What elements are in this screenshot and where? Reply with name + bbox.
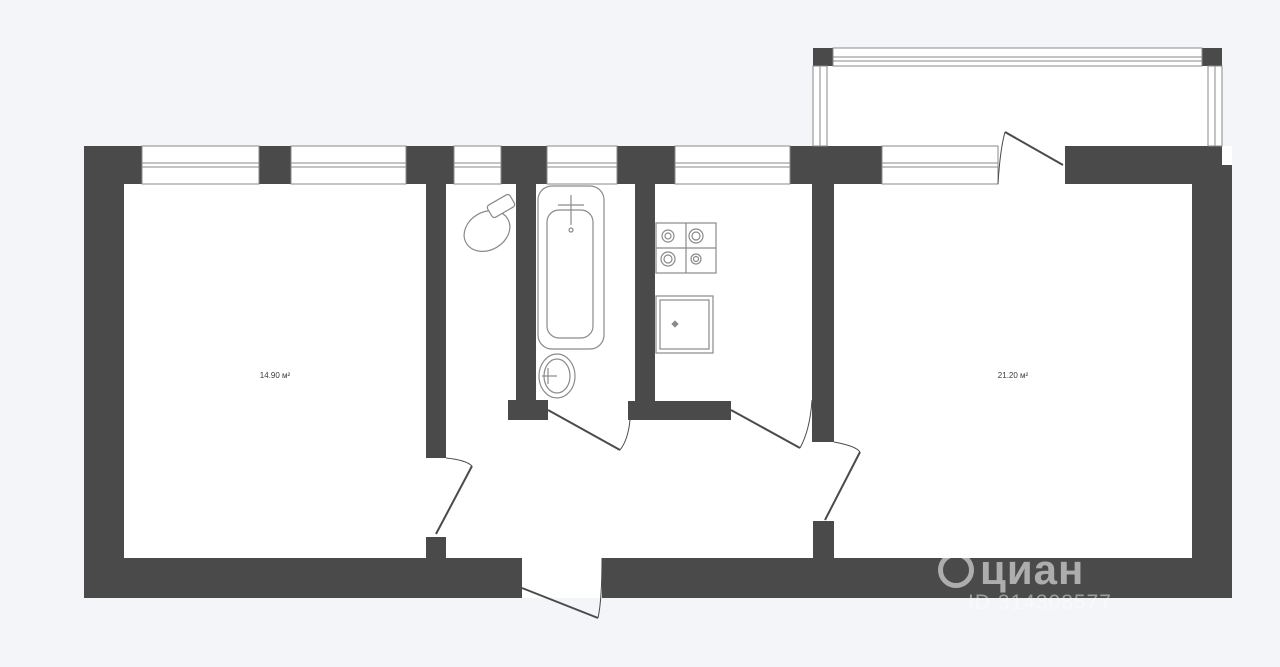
wall-top-corner bbox=[1192, 146, 1222, 166]
wall-top-pier-5 bbox=[617, 146, 675, 184]
sink-icon bbox=[538, 353, 576, 399]
wall-top-pier-7 bbox=[1065, 146, 1205, 184]
doors bbox=[435, 131, 1064, 619]
stove-icon bbox=[655, 222, 717, 274]
watermark-brand: циан bbox=[938, 546, 1084, 594]
wall-partition-wc bbox=[516, 184, 536, 400]
toilet-icon bbox=[463, 193, 516, 252]
wall-kitchen-bottom bbox=[628, 401, 731, 420]
wall-partition-room-right bbox=[812, 184, 834, 442]
wall-partition-kitchen bbox=[635, 184, 655, 402]
floor-area bbox=[84, 146, 1232, 598]
wall-top-pier-4 bbox=[501, 146, 547, 184]
wall-stub-wc bbox=[508, 400, 548, 420]
windows bbox=[141, 47, 1223, 185]
watermark-listing-id: ID 314308577 bbox=[968, 591, 1112, 614]
wall-partition-room-left bbox=[426, 184, 446, 458]
wall-top-pier-2 bbox=[259, 146, 291, 184]
kitchen-sink-icon bbox=[655, 295, 714, 354]
wall-bottom-left bbox=[84, 558, 522, 598]
wall-bottom-right bbox=[602, 558, 1232, 598]
wall-top-pier-6 bbox=[790, 146, 882, 184]
location-pin-icon bbox=[938, 552, 974, 588]
balcony-post-left bbox=[813, 48, 833, 66]
walls bbox=[84, 48, 1232, 598]
wall-right bbox=[1192, 165, 1232, 598]
room-area-label-left: 14.90 м² bbox=[259, 371, 291, 380]
wall-stub-room-right bbox=[813, 521, 834, 558]
wall-left bbox=[84, 146, 124, 598]
wall-stub-room-left bbox=[426, 537, 446, 558]
bathtub-icon bbox=[537, 185, 605, 350]
bathroom-fixtures bbox=[463, 185, 605, 399]
balcony-post-right bbox=[1202, 48, 1222, 66]
wall-top-pier-1 bbox=[84, 146, 142, 184]
kitchen-fixtures bbox=[655, 222, 717, 354]
room-area-label-right: 21.20 м² bbox=[997, 371, 1029, 380]
watermark-brand-text: циан bbox=[980, 546, 1085, 593]
wall-top-pier-3 bbox=[406, 146, 454, 184]
